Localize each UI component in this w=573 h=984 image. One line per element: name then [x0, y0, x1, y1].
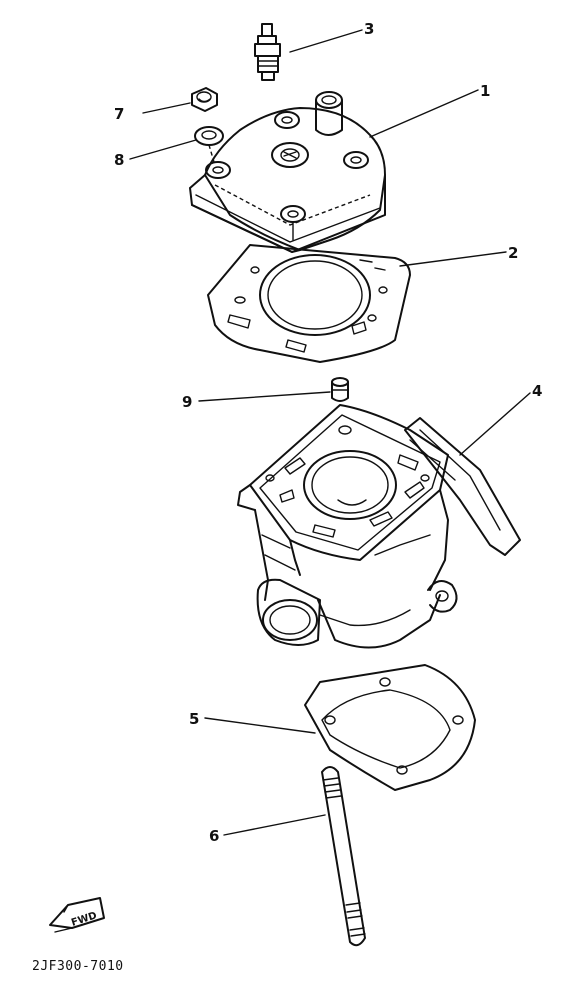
head-gasket	[207, 244, 411, 363]
washer	[194, 126, 224, 146]
nut	[191, 87, 218, 112]
stud-bolt	[321, 766, 366, 947]
part-labels: 1 2 3 4 5 6 7 8 9	[114, 20, 542, 845]
forward-arrow-icon: FWD	[49, 897, 105, 933]
label-part-9: 9	[182, 393, 192, 411]
diagram-code: 2JF300-7010	[32, 959, 124, 974]
label-part-7: 7	[114, 105, 124, 123]
label-part-3: 3	[364, 20, 374, 38]
dowel-pin	[331, 377, 349, 402]
base-gasket	[304, 664, 476, 791]
label-part-6: 6	[209, 827, 219, 845]
label-part-1: 1	[480, 82, 490, 100]
label-part-8: 8	[114, 151, 124, 169]
label-part-2: 2	[508, 244, 518, 262]
cylinder	[237, 404, 521, 649]
cylinder-head	[189, 91, 386, 253]
label-part-5: 5	[189, 710, 199, 728]
fwd-label: FWD	[70, 910, 98, 929]
leader-lines	[129, 29, 531, 836]
spark-plug	[254, 23, 281, 81]
label-part-4: 4	[532, 382, 542, 400]
